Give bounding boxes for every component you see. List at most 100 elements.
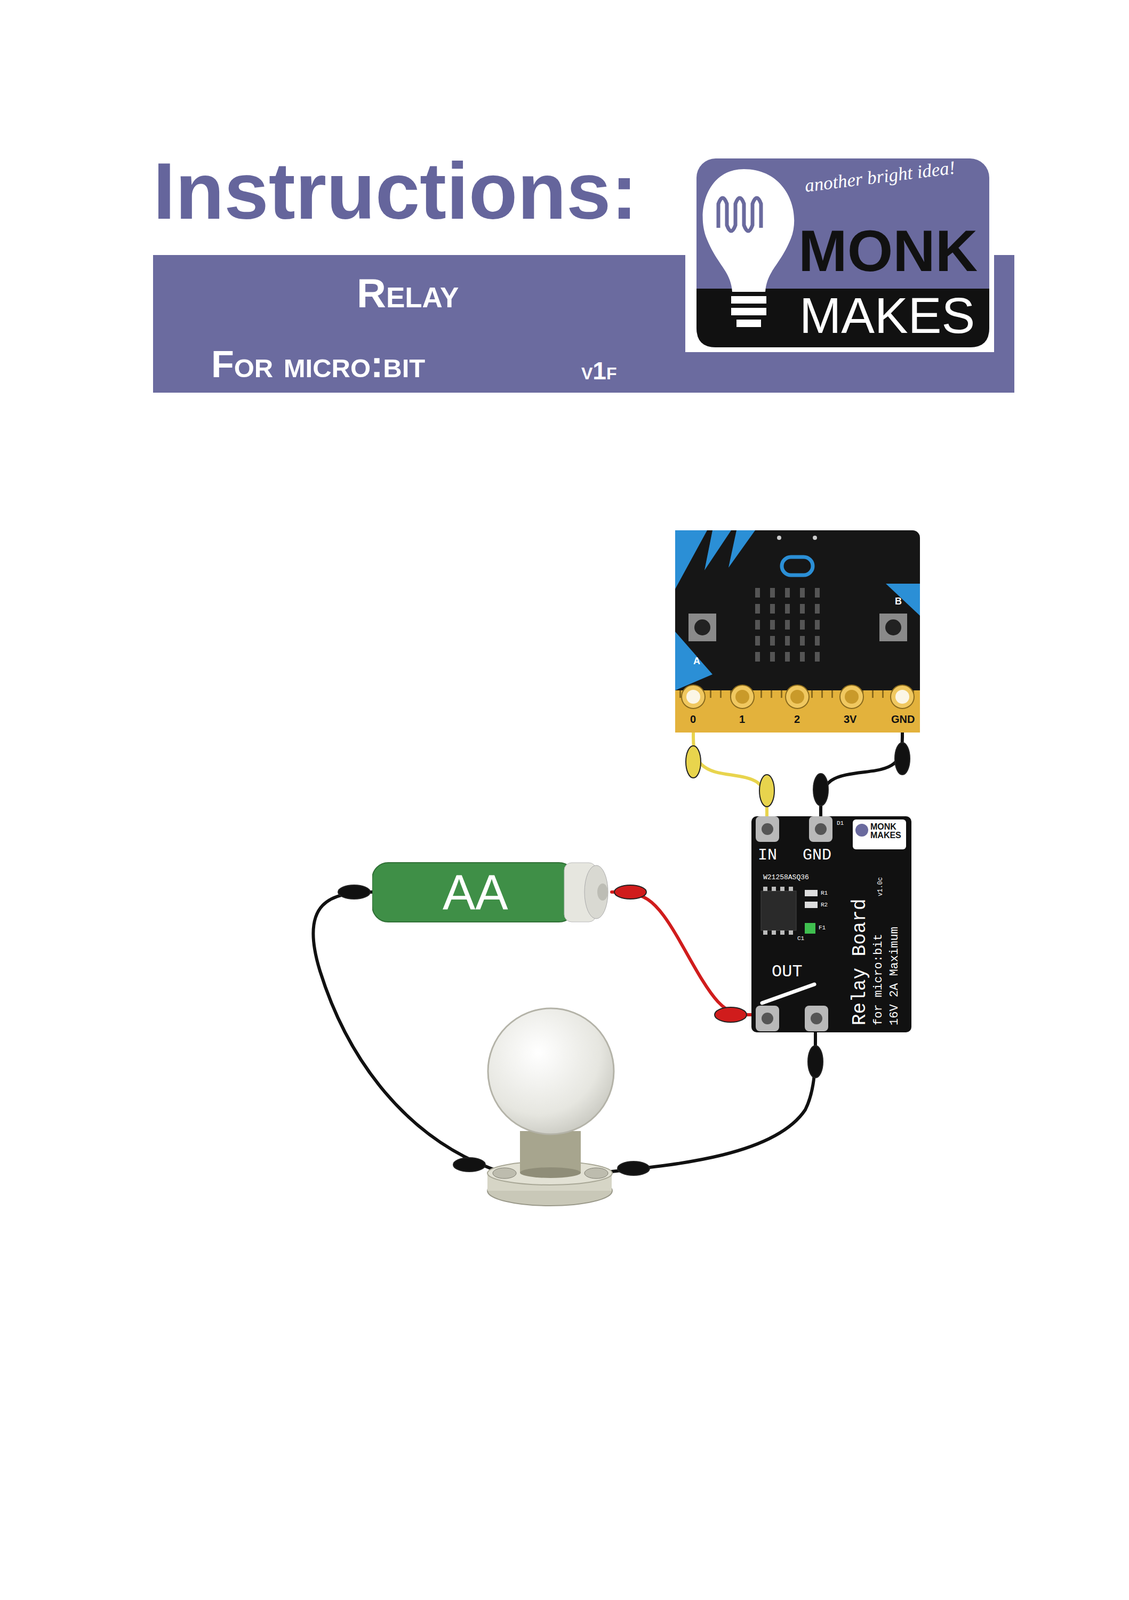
drawn-rect <box>770 651 775 662</box>
board-label: D1 <box>836 820 844 827</box>
drawn-circle <box>777 535 782 540</box>
crocodile-clip <box>453 1157 486 1172</box>
rotated-label: Relay Board <box>850 898 870 1026</box>
drawn-rect <box>755 1005 780 1031</box>
crocodile-clip <box>617 1160 650 1175</box>
drawn-rect <box>785 651 790 662</box>
lamp <box>487 1007 614 1206</box>
drawn-rect <box>755 651 760 662</box>
drawn-rect <box>799 603 805 614</box>
drawn-rect <box>760 690 763 698</box>
drawn-rect <box>731 307 767 316</box>
board-label: W21258ASQ36 <box>763 873 810 881</box>
board-label: F1 <box>818 924 826 931</box>
drawn-rect <box>788 930 794 935</box>
crocodile-clip <box>807 1045 823 1078</box>
rotated-label: for micro:bit <box>873 933 885 1026</box>
drawn-line <box>762 983 815 1003</box>
drawn-rect <box>831 690 834 698</box>
drawn-circle <box>844 689 859 704</box>
crocodile-clip <box>685 745 701 778</box>
lamp-wire <box>313 891 505 1173</box>
drawn-rect <box>731 295 767 304</box>
drawn-rect <box>804 922 816 934</box>
board-label: 0 <box>690 713 696 725</box>
board-label: MAKES <box>799 290 975 341</box>
drawn-rect <box>799 635 805 646</box>
drawn-rect <box>736 319 762 327</box>
crocodile-clip <box>714 1006 747 1022</box>
relay-board: INGNDW21258ASQ36R1R2C1F1D1OUTRelay Board… <box>751 815 912 1032</box>
drawn-rect <box>814 619 820 630</box>
drawn-rect <box>780 886 785 891</box>
drawn-circle <box>812 535 818 540</box>
drawn-polygon <box>885 583 920 616</box>
board-label: B <box>894 596 902 606</box>
board-label: GND <box>891 713 915 725</box>
crocodile-clip <box>813 773 829 806</box>
drawn-circle <box>814 822 827 835</box>
drawn-rect <box>751 815 912 1032</box>
lamp-terminal <box>492 1167 517 1179</box>
drawn-rect <box>709 690 712 698</box>
drawn-rect <box>679 690 682 698</box>
drawn-rect <box>799 619 805 630</box>
drawn-ellipse <box>597 883 608 901</box>
wire <box>820 732 903 816</box>
drawn-rect <box>696 158 990 348</box>
crocodile-clip <box>614 884 647 899</box>
drawn-rect <box>785 619 790 630</box>
crocodile-clip <box>338 884 371 899</box>
board-label: 3V <box>843 713 857 725</box>
drawn-rect <box>882 690 884 698</box>
wire <box>611 891 752 1015</box>
drawn-circle <box>785 684 810 709</box>
drawn-ellipse <box>584 865 608 919</box>
drawn-circle <box>761 1012 774 1024</box>
board-label: MONK <box>798 221 978 280</box>
board-label: AA <box>442 867 509 917</box>
drawn-rect <box>804 901 818 908</box>
board-label: GND <box>802 846 832 863</box>
board-label: R1 <box>820 890 828 896</box>
drawn-circle <box>855 823 869 837</box>
drawn-rect <box>804 889 818 896</box>
drawn-rect <box>780 690 783 698</box>
board-label: 2 <box>794 713 800 725</box>
drawn-rect <box>804 1005 829 1031</box>
drawn-rect <box>675 530 920 733</box>
board-label: C1 <box>797 935 805 942</box>
board-label: MONK MAKES <box>870 822 904 840</box>
drawn-circle <box>694 619 711 636</box>
drawn-circle <box>810 1012 823 1024</box>
drawn-circle <box>890 684 915 709</box>
drawn-circle <box>681 684 706 709</box>
drawn-path <box>696 288 990 348</box>
drawn-circle <box>735 689 750 704</box>
board-label: IN <box>757 846 778 863</box>
drawn-rect <box>785 603 790 614</box>
drawn-polygon <box>704 530 732 571</box>
drawn-circle <box>730 684 755 709</box>
lamp-terminal <box>584 1167 608 1179</box>
drawn-rect <box>755 587 760 598</box>
crocodile-clip <box>894 742 910 775</box>
drawn-rect <box>771 886 776 891</box>
drawn-circle <box>790 689 805 704</box>
drawn-rect <box>879 613 908 642</box>
board-label: A <box>693 655 701 666</box>
drawn-rect <box>675 690 920 733</box>
drawn-rect <box>814 635 820 646</box>
drawn-rect <box>770 690 773 698</box>
drawn-rect <box>821 690 823 698</box>
drawn-rect <box>688 613 717 642</box>
drawn-circle <box>761 822 774 835</box>
drawn-rect <box>814 587 820 598</box>
rotated-label: 16V 2A Maximum <box>889 926 901 1026</box>
microbit-board: AB0123VGND <box>675 530 920 733</box>
drawn-rect <box>372 862 575 922</box>
drawn-path <box>718 197 762 231</box>
drawn-rect <box>755 603 760 614</box>
drawn-polygon <box>728 530 756 568</box>
drawn-rect <box>814 651 820 662</box>
